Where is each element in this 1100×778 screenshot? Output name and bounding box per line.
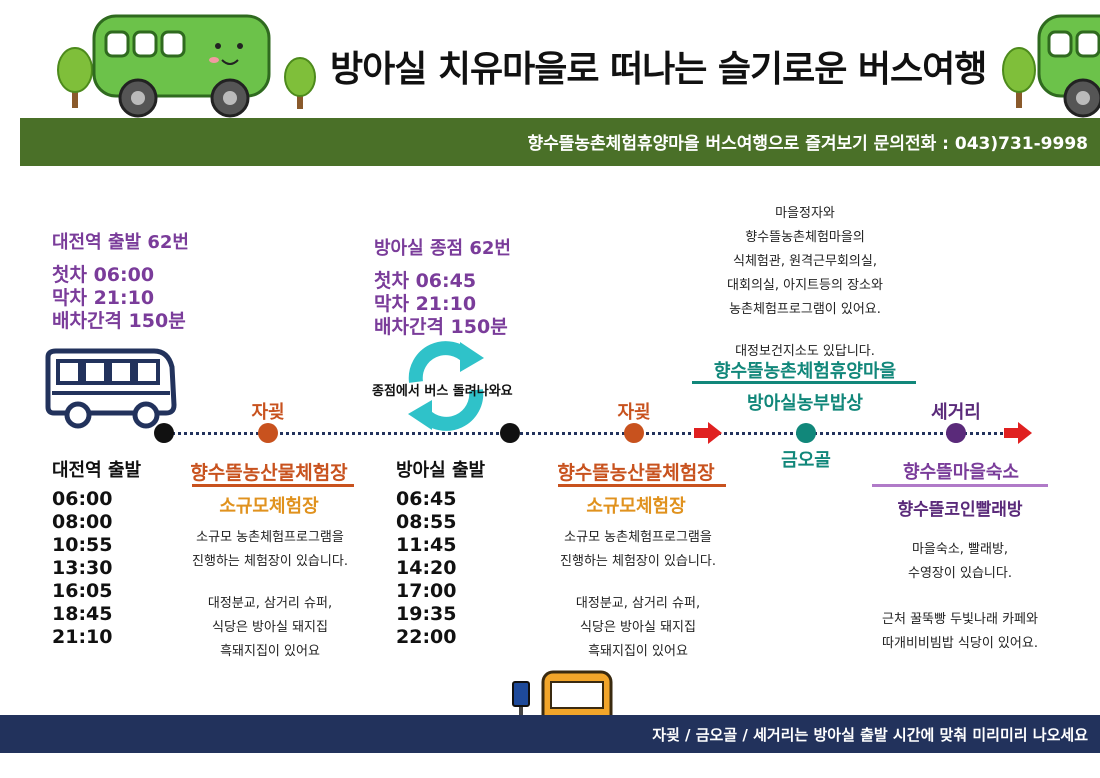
route-line bbox=[165, 432, 1015, 435]
stop-label-4: 세거리 bbox=[931, 402, 981, 423]
lodging-name: 향수뜰마을숙소 bbox=[903, 462, 1019, 483]
terminal-stop-daejeon bbox=[154, 423, 174, 443]
route-info-daejeon: 대전역 출발 62번 첫차 06:00 막차 21:10 배차간격 150분 bbox=[52, 228, 189, 333]
bus-interval: 배차간격 150분 bbox=[374, 316, 508, 338]
facility-sub: 소규모체험장 bbox=[586, 496, 686, 517]
departure-time: 17:00 bbox=[396, 580, 457, 602]
lodging-sub: 향수뜰코인빨래방 bbox=[897, 500, 1023, 520]
lodging-underline bbox=[872, 484, 1048, 487]
last-bus: 막차 21:10 bbox=[52, 287, 155, 309]
stop-label-2: 자굊 bbox=[617, 402, 651, 423]
stop-marker-3 bbox=[796, 423, 816, 443]
lodging-description: 마을숙소, 빨래방, 수영장이 있습니다. 근처 꿀뚝빵 두빛나래 카페와 따개… bbox=[882, 542, 1038, 651]
departure-time: 06:45 bbox=[396, 488, 457, 510]
village-description: 마을정자와 향수뜰농촌체험마을의 식체험관, 원격근무회의실, 대회의실, 아지… bbox=[727, 206, 883, 359]
stop-marker-2 bbox=[624, 423, 644, 443]
facility-description: 소규모 농촌체험프로그램을 진행하는 체험장이 있습니다. 대정분교, 삼거리 … bbox=[192, 530, 348, 659]
departure-time: 13:30 bbox=[52, 557, 113, 579]
facility-underline bbox=[558, 484, 726, 487]
green-bus-illustration bbox=[1037, 14, 1100, 118]
departure-time: 22:00 bbox=[396, 626, 457, 648]
village-sub: 방아실농부밥상 bbox=[747, 393, 863, 414]
footer-bar: 자굊 / 금오골 / 세거리는 방아실 출발 시간에 맞춰 미리미리 나오세요 bbox=[0, 715, 1100, 753]
turnaround-label: 종점에서 버스 돌려나와요 bbox=[372, 384, 513, 399]
departure-time: 21:10 bbox=[52, 626, 113, 648]
direction-arrow-icon bbox=[694, 422, 722, 444]
route-title: 방아실 종점 62번 bbox=[374, 238, 511, 259]
schedule-bangasil: 방아실 출발 06:45 08:55 11:45 14:20 17:00 19:… bbox=[396, 456, 485, 649]
facility-sub: 소규모체험장 bbox=[219, 496, 319, 517]
facility-name: 향수뜰농산물체험장 bbox=[190, 462, 348, 484]
stop-label-1: 자굊 bbox=[251, 402, 285, 423]
departure-time: 08:55 bbox=[396, 511, 457, 533]
departure-time: 11:45 bbox=[396, 534, 457, 556]
bus-interval: 배차간격 150분 bbox=[52, 310, 186, 332]
departure-time: 08:00 bbox=[52, 511, 113, 533]
footer-notice: 자굊 / 금오골 / 세거리는 방아실 출발 시간에 맞춰 미리미리 나오세요 bbox=[652, 726, 1089, 744]
facility-underline bbox=[192, 484, 354, 487]
first-bus: 첫차 06:45 bbox=[374, 270, 477, 292]
departure-time: 06:00 bbox=[52, 488, 113, 510]
banner-text: 향수뜰농촌체험휴양마을 버스여행으로 즐겨보기 문의전화 : 043)731-9… bbox=[527, 134, 1088, 154]
tree-icon bbox=[284, 57, 316, 109]
departure-time: 19:35 bbox=[396, 603, 457, 625]
first-bus: 첫차 06:00 bbox=[52, 264, 155, 286]
direction-arrow-icon bbox=[1004, 422, 1032, 444]
bus-icon bbox=[45, 348, 177, 429]
facility-name: 향수뜰농산물체험장 bbox=[557, 462, 715, 484]
departure-time: 16:05 bbox=[52, 580, 113, 602]
tree-icon bbox=[1002, 47, 1036, 108]
stop-label-3: 금오골 bbox=[781, 450, 831, 471]
village-underline bbox=[692, 381, 916, 384]
schedule-title: 대전역 출발 bbox=[52, 460, 142, 481]
stop-marker-4 bbox=[946, 423, 966, 443]
route-title: 대전역 출발 62번 bbox=[52, 232, 189, 253]
schedule-title: 방아실 출발 bbox=[396, 460, 486, 481]
last-bus: 막차 21:10 bbox=[374, 293, 477, 315]
departure-time: 10:55 bbox=[52, 534, 113, 556]
route-info-bangasil: 방아실 종점 62번 첫차 06:45 막차 21:10 배차간격 150분 bbox=[374, 234, 511, 339]
stop-marker-1 bbox=[258, 423, 278, 443]
schedule-daejeon: 대전역 출발 06:00 08:00 10:55 13:30 16:05 18:… bbox=[52, 456, 141, 649]
turnaround-cycle-icon bbox=[408, 341, 484, 431]
page-title: 방아실 치유마을로 떠나는 슬기로운 버스여행 bbox=[330, 49, 987, 90]
info-banner: 향수뜰농촌체험휴양마을 버스여행으로 즐겨보기 문의전화 : 043)731-9… bbox=[20, 118, 1100, 166]
facility-description: 소규모 농촌체험프로그램을 진행하는 체험장이 있습니다. 대정분교, 삼거리 … bbox=[560, 530, 716, 659]
tree-icon bbox=[57, 47, 93, 108]
green-bus-illustration bbox=[92, 14, 271, 118]
departure-time: 18:45 bbox=[52, 603, 113, 625]
village-name: 향수뜰농촌체험휴양마을 bbox=[713, 361, 897, 382]
departure-time: 14:20 bbox=[396, 557, 457, 579]
terminal-stop-bangasil bbox=[500, 423, 520, 443]
